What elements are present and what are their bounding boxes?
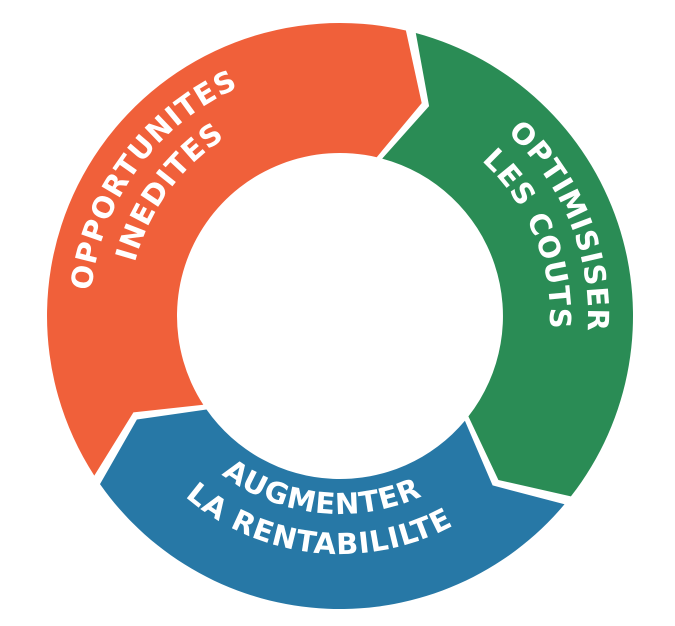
segment-opportunities xyxy=(47,22,422,476)
segment-optimise xyxy=(382,33,634,497)
segment-profitability xyxy=(100,409,565,610)
